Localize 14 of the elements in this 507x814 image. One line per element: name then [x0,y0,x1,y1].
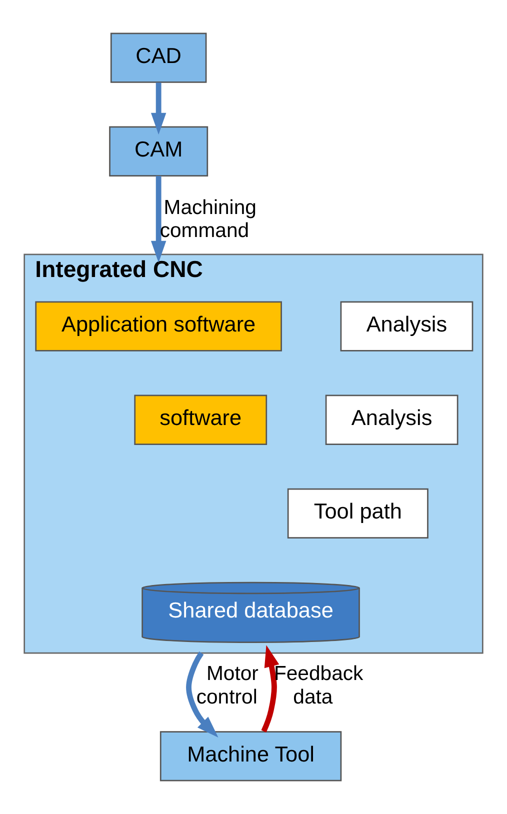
node-box: Analysis [340,301,474,352]
node-box: Machine Tool [160,731,342,782]
edge-label: Feedback data [274,663,364,708]
node-box: Tool path [287,488,428,539]
node-box: Analysis [325,394,458,445]
node-box: CAD [110,32,207,83]
node-box: Application software [35,301,282,352]
edge-label: Motor control [196,663,258,708]
arrow [150,82,166,135]
node-box: CAM [109,126,208,176]
arrow [186,652,218,738]
arrow [261,645,280,732]
node-box: software [134,394,268,445]
arrow [150,176,166,263]
